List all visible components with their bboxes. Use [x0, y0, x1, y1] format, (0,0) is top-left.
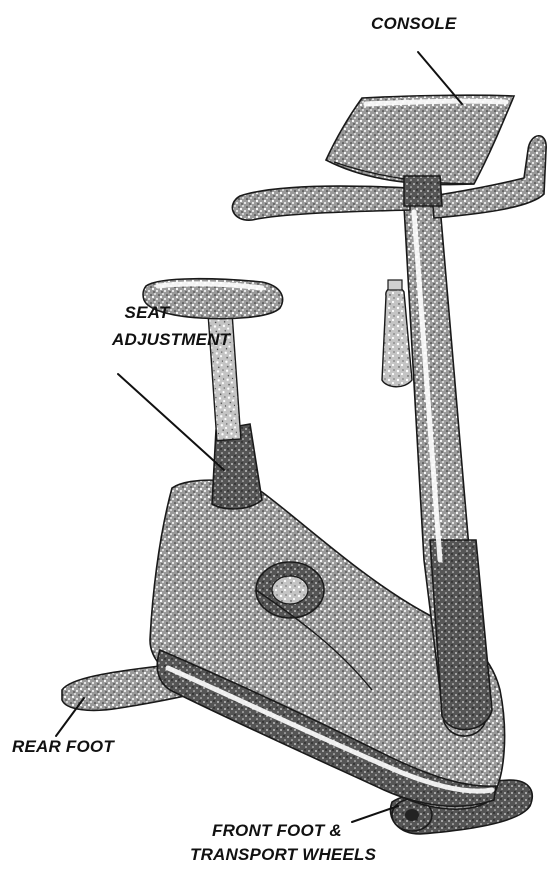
- water-bottle: [382, 287, 412, 387]
- console-mount: [404, 176, 442, 206]
- rear-foot-label: REAR FOOT: [12, 737, 115, 756]
- bike-illustration: [62, 95, 546, 834]
- console-label: CONSOLE: [371, 14, 457, 33]
- seat-post: [207, 299, 241, 440]
- seat-adjustment-leader: [118, 374, 224, 470]
- seat-adjustment-label-line1: SEAT: [125, 303, 171, 322]
- transport-wheel-hub: [405, 809, 419, 821]
- front-foot-label-line2: TRANSPORT WHEELS: [190, 845, 377, 864]
- seat-adjustment-label-line2: ADJUSTMENT: [111, 330, 232, 349]
- front-foot-label-line1: FRONT FOOT &: [212, 821, 342, 840]
- handlebar-left: [232, 186, 410, 220]
- console: [326, 95, 514, 184]
